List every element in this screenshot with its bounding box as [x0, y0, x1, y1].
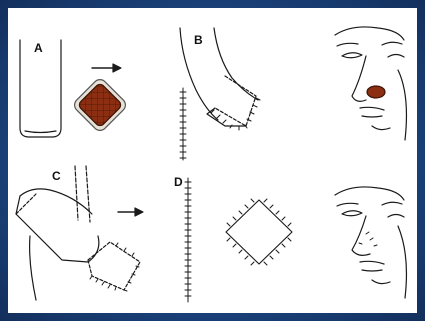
panel-d-face [335, 187, 406, 298]
panel-d-label: D [174, 175, 183, 189]
panel-d-sutured-finger [185, 178, 191, 302]
panel-c-label: C [52, 169, 61, 183]
panel-b-sutures [180, 88, 260, 160]
panel-b-finger-flap [180, 28, 258, 126]
panel-b-face [335, 27, 406, 140]
panel-b-label: B [194, 33, 203, 47]
nose-defect-marker [367, 86, 385, 98]
panel-d-graft [226, 199, 292, 265]
panel-a-arrow [92, 64, 121, 72]
panel-a-label: A [34, 41, 43, 55]
panel-a-skin-graft [72, 77, 129, 134]
panel-c-flap [16, 166, 140, 300]
panel-c-arrow [118, 208, 143, 216]
